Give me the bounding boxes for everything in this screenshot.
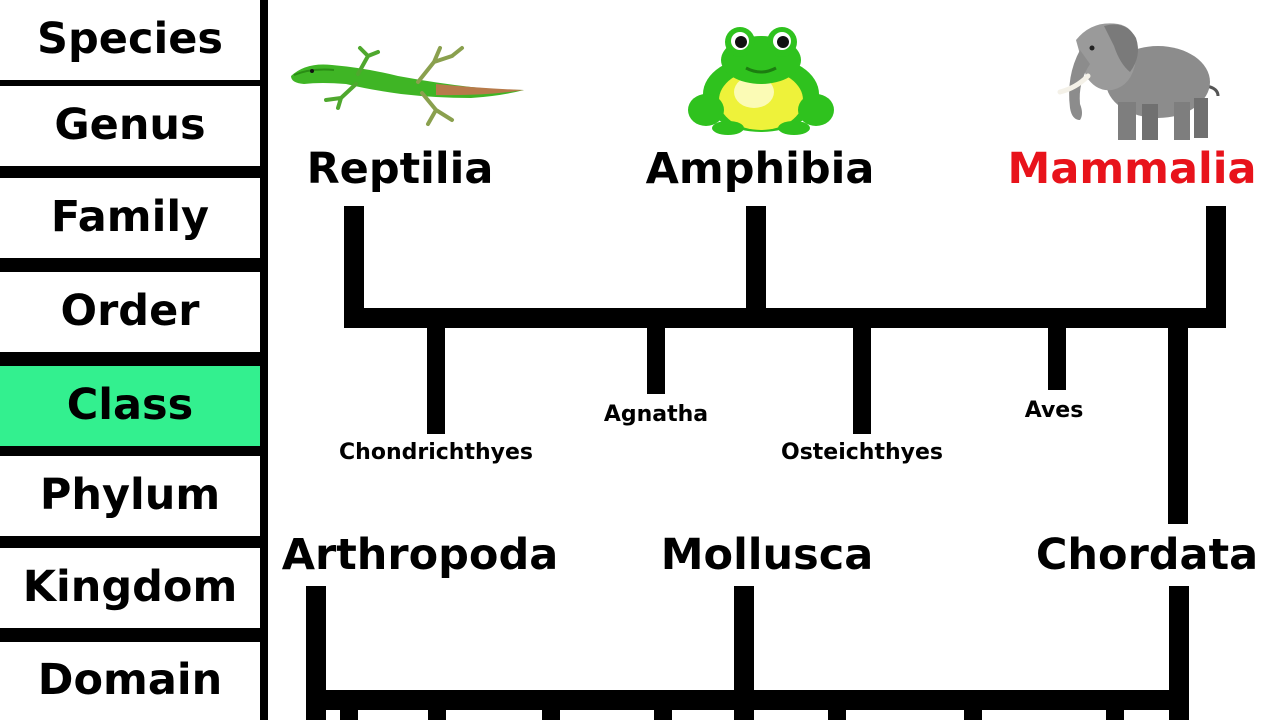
- class-label-mammalia: Mammalia: [1007, 144, 1257, 194]
- class-label-amphibia: Amphibia: [645, 144, 875, 194]
- stub-4: [654, 708, 672, 720]
- taxonomy-tree: Reptilia Amphibia Mammalia Chondrichthye…: [268, 0, 1280, 720]
- phylum-crossbar: [306, 690, 1189, 710]
- rank-label: Class: [66, 380, 194, 430]
- rank-label: Family: [50, 192, 210, 242]
- class-label-osteichthyes: Osteichthyes: [780, 440, 944, 465]
- class-label-chondrichthyes: Chondrichthyes: [339, 440, 533, 465]
- rank-label: Species: [37, 14, 223, 64]
- branch-chordata-up: [1168, 326, 1188, 524]
- branch-aves: [1048, 326, 1066, 390]
- rank-domain[interactable]: Domain: [0, 642, 260, 720]
- rank-family[interactable]: Family: [0, 178, 260, 258]
- class-crossbar: [344, 308, 1226, 328]
- elephant-icon: [1057, 23, 1220, 140]
- frog-icon: [688, 27, 834, 135]
- rank-label: Kingdom: [22, 562, 238, 612]
- class-label-aves: Aves: [1024, 398, 1084, 423]
- class-label-agnatha: Agnatha: [603, 402, 709, 427]
- branch-reptilia: [344, 206, 364, 328]
- stub-1: [340, 708, 358, 720]
- stub-7: [1106, 708, 1124, 720]
- stub-2: [428, 708, 446, 720]
- branch-amphibia: [746, 206, 766, 312]
- lizard-icon: [291, 46, 524, 126]
- rank-genus[interactable]: Genus: [0, 86, 260, 166]
- branch-chondrichthyes: [427, 326, 445, 434]
- rank-label: Genus: [54, 100, 206, 150]
- class-label-reptilia: Reptilia: [306, 144, 494, 194]
- phylum-label-chordata: Chordata: [1035, 530, 1259, 580]
- branch-chordata: [1169, 586, 1189, 720]
- branch-agnatha: [647, 326, 665, 394]
- stub-6: [964, 708, 982, 720]
- stub-3: [542, 708, 560, 720]
- rank-class[interactable]: Class: [0, 366, 260, 446]
- rank-phylum[interactable]: Phylum: [0, 456, 260, 536]
- rank-species[interactable]: Species: [0, 0, 260, 80]
- stub-5: [828, 708, 846, 720]
- branch-arthropoda: [306, 586, 326, 720]
- rank-label: Domain: [37, 655, 223, 705]
- branch-mammalia: [1206, 206, 1226, 328]
- rank-sidebar: Species Genus Family Order Class Phylum …: [0, 0, 268, 720]
- rank-order[interactable]: Order: [0, 272, 260, 352]
- phylum-label-mollusca: Mollusca: [660, 530, 874, 580]
- rank-label: Phylum: [39, 470, 221, 520]
- rank-label: Order: [60, 286, 200, 336]
- branch-mollusca: [734, 586, 754, 720]
- branch-osteichthyes: [853, 326, 871, 434]
- phylum-label-arthropoda: Arthropoda: [281, 530, 559, 580]
- rank-kingdom[interactable]: Kingdom: [0, 548, 260, 628]
